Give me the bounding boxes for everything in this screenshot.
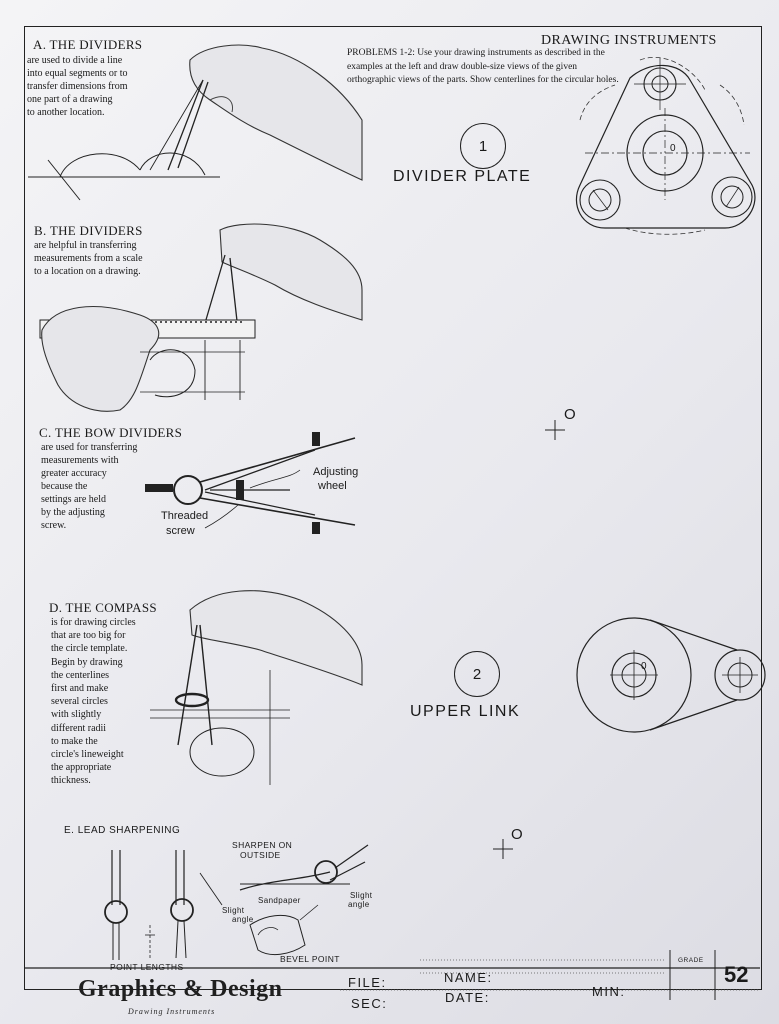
- section-c-line: screw.: [41, 520, 67, 531]
- label-wheel: wheel: [318, 480, 347, 492]
- problem-1-origin: 0: [670, 143, 676, 154]
- label-bevel-point: BEVEL POINT: [280, 954, 340, 964]
- label-screw: screw: [166, 525, 195, 537]
- file-label: FILE:: [348, 975, 387, 990]
- section-e-heading: E. LEAD SHARPENING: [64, 825, 181, 836]
- section-a-line: are used to divide a line: [27, 55, 123, 66]
- section-d-line: the centerlines: [51, 669, 110, 681]
- section-c-line: measurements with: [41, 455, 119, 466]
- label-threaded: Threaded: [161, 510, 209, 522]
- label-slight-right: Slight: [350, 891, 373, 900]
- section-d-line: that are too big for: [51, 630, 126, 642]
- section-d-heading: D. THE COMPASS: [49, 600, 157, 615]
- section-b-line: are helpful in transferring: [34, 240, 137, 251]
- label-outside: OUTSIDE: [240, 850, 281, 860]
- section-a-line: into equal segments or to: [27, 68, 128, 79]
- section-c-line: are used for transferring: [41, 442, 138, 453]
- problem-1-title: DIVIDER PLATE: [393, 168, 532, 185]
- sec-label: SEC:: [351, 996, 388, 1011]
- section-d-line: different radii: [51, 722, 107, 734]
- section-a-text: are used to divide a line into equal seg…: [27, 54, 187, 119]
- problems-instructions: PROBLEMS 1-2: Use your drawing instrumen…: [347, 48, 619, 85]
- section-c-line: because the: [41, 481, 88, 492]
- section-c-line: greater accuracy: [41, 468, 107, 479]
- min-label: MIN:: [592, 984, 626, 999]
- section-d-line: to make the: [51, 735, 98, 747]
- name-label: NAME:: [444, 970, 493, 985]
- problem-2-origin: 0: [641, 661, 647, 672]
- section-c-line: by the adjusting: [41, 507, 105, 518]
- section-c-line: settings are held: [41, 494, 106, 505]
- section-d-text: is for drawing circles that are too big …: [51, 616, 191, 788]
- grade-value: 52: [724, 962, 749, 987]
- page-border: [24, 26, 762, 990]
- section-b-line: measurements from a scale: [34, 253, 143, 264]
- label-angle-left: angle: [232, 915, 254, 924]
- section-d-line: Begin by drawing: [51, 656, 123, 668]
- label-point-lengths: POINT LENGTHS: [110, 962, 184, 972]
- section-b-text: are helpful in transferring measurements…: [34, 239, 219, 278]
- label-adjusting: Adjusting: [313, 466, 359, 478]
- section-a-line: to another location.: [27, 107, 105, 118]
- section-a-heading: A. THE DIVIDERS: [33, 37, 143, 52]
- problem-1-number: 1: [460, 123, 506, 169]
- section-c-heading: C. THE BOW DIVIDERS: [39, 425, 183, 440]
- section-b-line: to a location on a drawing.: [34, 266, 141, 277]
- label-sharpen-on: SHARPEN ON: [232, 840, 293, 850]
- section-d-line: thickness.: [51, 775, 91, 787]
- section-d-line: several circles: [51, 696, 108, 708]
- section-d-line: the circle template.: [51, 643, 128, 655]
- grade-label: GRADE: [678, 957, 704, 964]
- section-d-line: the appropriate: [51, 762, 112, 774]
- section-a-line: one part of a drawing: [27, 94, 113, 105]
- problem-2-number: 2: [454, 651, 500, 697]
- section-d-line: is for drawing circles: [51, 617, 136, 628]
- label-sandpaper: Sandpaper: [258, 896, 301, 905]
- problem-2-title: UPPER LINK: [410, 703, 521, 720]
- section-d-line: circle's lineweight: [51, 749, 124, 761]
- label-slight-left: Slight: [222, 906, 245, 915]
- section-a-line: transfer dimensions from: [27, 81, 128, 92]
- origin-label-c: O: [564, 406, 576, 423]
- brand-subtitle: Drawing Instruments: [128, 1007, 216, 1016]
- origin-label-e: O: [511, 826, 523, 843]
- date-label: DATE:: [445, 990, 490, 1005]
- section-c-text: are used for transferring measurements w…: [41, 441, 181, 532]
- section-d-line: with slightly: [51, 709, 102, 721]
- page-title: DRAWING INSTRUMENTS: [541, 33, 717, 48]
- section-d-line: first and make: [51, 683, 109, 695]
- label-angle-right: angle: [348, 900, 370, 909]
- brand-logo: Graphics & Design: [78, 976, 283, 1002]
- section-b-heading: B. THE DIVIDERS: [34, 223, 143, 238]
